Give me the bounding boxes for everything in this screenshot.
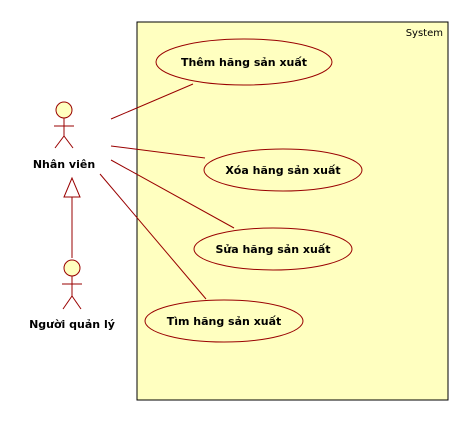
use-case-sua[interactable]: Sửa hãng sản xuất [193,227,353,271]
actor-head [63,259,81,277]
association-xoa [110,145,206,159]
generalization-arrowhead [63,176,81,198]
association-tim [99,173,207,300]
system-label: System [406,28,443,39]
use-case-label: Thêm hãng sản xuất [181,56,307,69]
actor-nhan-vien[interactable]: Nhân viên [33,101,95,171]
use-case-ellipse [155,38,333,86]
actor-left-leg [54,135,65,149]
actor-head [55,101,73,119]
actor-label: Người quản lý [29,318,115,331]
actor-nguoi-quan-ly[interactable]: Người quản lý [29,259,115,331]
actor-label: Nhân viên [33,158,95,171]
use-case-ellipse [203,148,363,192]
use-case-ellipse [193,227,353,271]
actor-right-leg [63,135,74,149]
actor-right-leg [71,295,82,310]
use-case-label: Sửa hãng sản xuất [215,243,330,256]
association-sua [110,159,235,229]
association-them [110,83,194,120]
use-case-label: Tìm hãng sản xuất [167,315,282,328]
use-case-them[interactable]: Thêm hãng sản xuất [155,38,333,86]
actor-left-leg [62,295,73,310]
use-case-ellipse [144,299,304,343]
use-case-tim[interactable]: Tìm hãng sản xuất [144,299,304,343]
use-case-xoa[interactable]: Xóa hãng sản xuất [203,148,363,192]
use-case-label: Xóa hãng sản xuất [225,164,340,177]
